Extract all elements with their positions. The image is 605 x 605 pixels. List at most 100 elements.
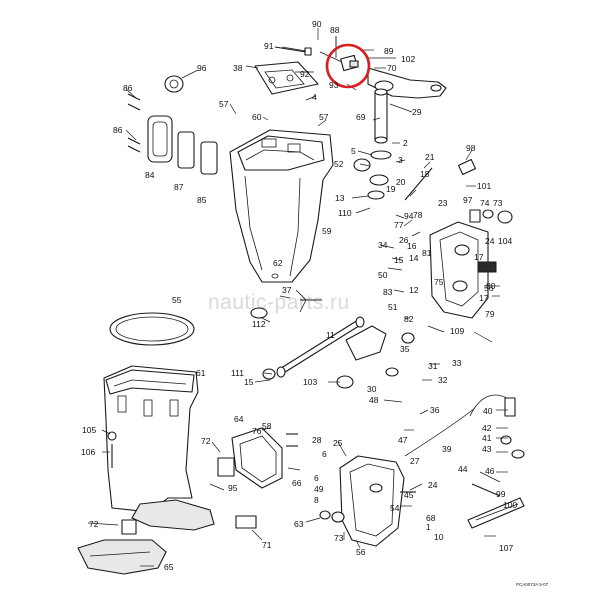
callout-70: 70 [387,63,397,73]
callout-45: 45 [404,490,414,500]
callout-91: 91 [264,41,274,51]
callout-98: 98 [466,143,476,153]
callout-72a: 72 [201,436,211,446]
callout-102: 102 [401,54,415,64]
callout-27: 27 [410,456,420,466]
callout-95: 95 [228,483,238,493]
callout-54: 54 [390,503,400,513]
callout-6b: 6 [314,473,319,483]
callout-39: 39 [442,444,452,454]
callout-4: 4 [312,92,317,102]
callout-112: 112 [252,319,266,329]
callout-15a: 15 [394,255,404,265]
callout-17b: 17 [479,293,489,303]
callout-96: 96 [197,63,207,73]
callout-52: 52 [334,159,344,169]
callout-21: 21 [425,152,435,162]
callout-80: 80 [486,281,496,291]
callout-48: 48 [369,395,379,405]
callout-73: 73 [493,198,503,208]
callout-86b: 86 [113,125,123,135]
callout-90: 90 [312,19,322,29]
callout-23: 23 [438,198,448,208]
callout-56b: 56 [356,547,366,557]
callout-99: 99 [496,489,506,499]
callout-11: 11 [326,330,335,340]
callout-43: 43 [482,444,492,454]
callout-76: 76 [252,426,262,436]
callout-107: 107 [499,543,513,553]
callout-29: 29 [412,107,422,117]
callout-34: 34 [378,240,388,250]
callout-12: 12 [409,285,419,295]
callout-62: 62 [273,258,283,268]
callout-88: 88 [330,25,340,35]
callout-72b: 72 [89,519,99,529]
callout-106: 106 [81,447,95,457]
callout-111: 111 [231,368,244,378]
leader-lines [87,28,508,567]
callout-101: 101 [477,181,491,191]
callout-57a: 57 [219,99,229,109]
callout-55: 55 [172,295,182,305]
callout-3: 3 [398,155,403,165]
callout-83: 83 [383,287,393,297]
callout-79: 79 [485,309,495,319]
callout-104: 104 [498,236,512,246]
callout-85: 85 [197,195,207,205]
callout-25: 25 [333,438,343,448]
callout-38: 38 [233,63,243,73]
callout-24b: 24 [428,480,438,490]
watermark-text: nautic-parts.ru [208,291,350,314]
callout-56a: 56 [484,283,494,293]
callout-51: 51 [388,302,398,312]
callout-59: 59 [322,226,332,236]
part-drawings [77,36,525,575]
callout-84: 84 [145,170,155,180]
callout-82: 82 [404,314,414,324]
callout-109: 109 [450,326,464,336]
callout-49: 49 [314,484,324,494]
callout-65: 65 [164,562,174,572]
callout-35: 35 [400,344,410,354]
callout-57b: 57 [319,112,329,122]
highlight-circle [325,43,371,89]
callout-17: 17 [474,252,484,262]
callout-20: 20 [396,177,406,187]
callout-16: 16 [407,241,417,251]
callout-86a: 86 [123,83,133,93]
callout-81: 81 [422,248,432,258]
callout-19: 19 [386,184,396,194]
callout-1: 1 [426,522,431,532]
callout-18: 18 [420,169,430,179]
callout-92: 92 [300,69,310,79]
callout-33: 33 [452,358,462,368]
callout-77: 77 [394,220,404,230]
callout-68: 68 [426,513,436,523]
callout-labels: 90 88 91 89 102 70 93 38 92 96 4 86 86 5… [81,19,517,572]
callout-15b: 15 [244,377,254,387]
callout-103: 103 [303,377,317,387]
callout-61: 61 [196,368,206,378]
callout-94: 94 [404,211,414,221]
callout-44: 44 [458,464,468,474]
callout-58: 58 [262,421,272,431]
callout-5: 5 [351,146,356,156]
callout-110: 110 [338,208,352,218]
callout-36: 36 [430,405,440,415]
callout-42: 42 [482,423,492,433]
callout-78: 78 [413,210,423,220]
callout-46: 46 [485,466,495,476]
callout-71: 71 [262,540,272,550]
callout-30: 30 [367,384,377,394]
callout-31: 31 [428,361,438,371]
callout-69: 69 [356,112,366,122]
callout-6a: 6 [322,449,327,459]
callout-97: 97 [463,195,473,205]
callout-47: 47 [398,435,408,445]
callout-10: 10 [434,532,444,542]
callout-63: 63 [294,519,304,529]
callout-41: 41 [482,433,492,443]
callout-37: 37 [282,285,292,295]
